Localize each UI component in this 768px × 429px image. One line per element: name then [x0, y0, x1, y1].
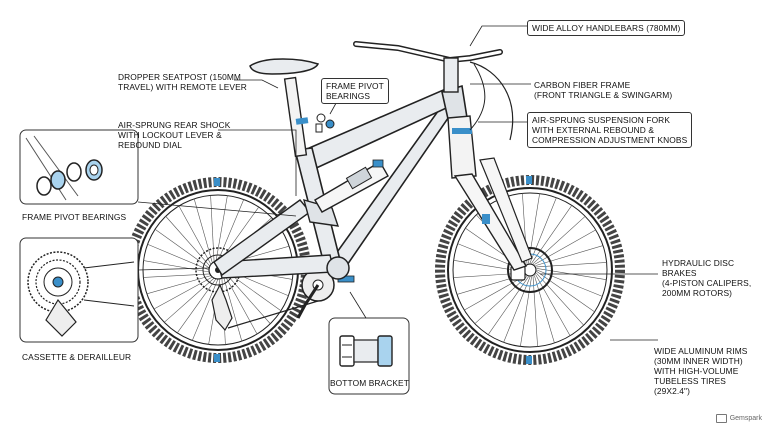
spoke — [223, 276, 243, 342]
spoke — [531, 205, 573, 264]
label-text: CASSETTE & DERAILLEUR — [22, 352, 132, 362]
inset-cassette — [19, 237, 139, 343]
handlebars — [353, 41, 514, 141]
label-text: BEARINGS — [326, 91, 371, 101]
label-text: FRAME PIVOT BEARINGS — [22, 212, 127, 222]
fork — [447, 115, 533, 271]
spoke — [529, 197, 557, 264]
spoke — [217, 199, 244, 262]
label-text: BOTTOM BRACKET — [330, 378, 409, 388]
label-text: (29x2.4") — [654, 386, 690, 396]
spoke — [192, 278, 219, 341]
label-text: (FRONT TRIANGLE & SWINGARM) — [534, 90, 673, 100]
spoke — [178, 205, 212, 265]
spoke — [536, 272, 584, 326]
label-text: CARBON FIBER FRAME — [534, 80, 631, 90]
spoke — [474, 276, 528, 324]
label-text: (30mm INNER WIDTH) — [654, 356, 743, 366]
spoke — [154, 229, 210, 269]
front-wheel — [435, 175, 625, 365]
label-bottom-bracket: BOTTOM BRACKET — [330, 378, 409, 388]
label-pivot-inset: FRAME PIVOT BEARINGS — [22, 212, 126, 222]
label-cassette: CASSETTE & DERAILLEUR — [22, 352, 131, 362]
spoke — [503, 276, 531, 343]
spoke — [464, 275, 526, 311]
label-pivot-top: FRAME PIVOT BEARINGS — [321, 78, 389, 104]
spoke — [535, 245, 604, 266]
spoke — [532, 276, 538, 347]
label-text: TRAVEL) WITH REMOTE LEVER — [118, 82, 247, 92]
label-frame: CARBON FIBER FRAME (FRONT TRIANGLE & SWI… — [534, 80, 672, 100]
label-text: WIDE ALUMINUM RIMS — [654, 346, 748, 356]
label-text: WITH LOCKOUT LEVER & — [118, 130, 222, 140]
spoke — [153, 276, 213, 310]
label-seatpost: DROPPER SEATPOST (150mm TRAVEL) WITH REM… — [118, 72, 247, 92]
label-text: BRAKES — [662, 268, 697, 278]
label-text: WIDE ALLOY HANDLEBARS (780mm) — [532, 23, 681, 33]
watermark: Gemspark — [715, 414, 762, 423]
inset-bottom-bracket — [328, 317, 410, 395]
label-text: REBOUND DIAL — [118, 140, 183, 150]
label-text: HYDRAULIC DISC — [662, 258, 735, 268]
spoke — [143, 273, 210, 278]
frame — [213, 84, 469, 280]
spoke — [146, 275, 212, 295]
spoke — [210, 195, 215, 262]
label-text: WITH EXTERNAL REBOUND & — [532, 125, 655, 135]
label-text: (4-PISTON CALIPERS, — [662, 278, 752, 288]
label-text: FRAME PIVOT — [326, 81, 384, 91]
leader-lines — [137, 25, 658, 341]
spoke — [532, 216, 586, 264]
label-text: AIR-SPRUNG SUSPENSION FORK — [532, 115, 671, 125]
spoke — [536, 262, 607, 268]
spoke — [164, 277, 215, 323]
spoke — [535, 274, 571, 336]
spoke — [536, 271, 595, 313]
spoke — [193, 198, 213, 264]
spoke — [147, 244, 210, 271]
label-text: AIR-SPRUNG REAR SHOCK — [118, 120, 231, 130]
spoke — [528, 193, 540, 264]
spoke — [143, 260, 210, 273]
spoke — [226, 271, 282, 311]
spoke — [487, 276, 529, 335]
watermark-text: Gemspark — [729, 415, 762, 422]
spoke — [177, 278, 217, 334]
label-text: 200mm ROTORS) — [662, 288, 733, 298]
rear-shock — [314, 159, 389, 213]
label-shock: AIR-SPRUNG REAR SHOCK WITH LOCKOUT LEVER… — [118, 120, 230, 150]
seatpost — [249, 58, 320, 158]
label-text: WITH HIGH-VOLUME — [654, 366, 739, 376]
spoke — [224, 275, 258, 335]
label-text: COMPRESSION ADJUSTMENT KNOBS — [532, 135, 688, 145]
spoke — [534, 229, 596, 265]
label-rims: WIDE ALUMINUM RIMS (30mm INNER WIDTH) WI… — [654, 346, 747, 396]
pivot-detail — [315, 113, 335, 133]
spoke — [225, 273, 271, 324]
label-handlebars: WIDE ALLOY HANDLEBARS (780mm) — [527, 20, 686, 36]
spoke — [534, 275, 555, 344]
label-text: TUBELESS TIRES — [654, 376, 726, 386]
spoke — [536, 269, 603, 297]
watermark-icon — [715, 414, 727, 423]
label-brakes: HYDRAULIC DISC BRAKES (4-PISTON CALIPERS… — [662, 258, 751, 298]
label-fork: AIR-SPRUNG SUSPENSION FORK WITH EXTERNAL… — [527, 112, 693, 148]
spoke — [165, 216, 211, 267]
label-text: DROPPER SEATPOST (150mm — [118, 72, 241, 82]
inset-pivot-bearings — [19, 129, 139, 205]
spoke — [520, 276, 532, 347]
spoke — [215, 195, 228, 262]
